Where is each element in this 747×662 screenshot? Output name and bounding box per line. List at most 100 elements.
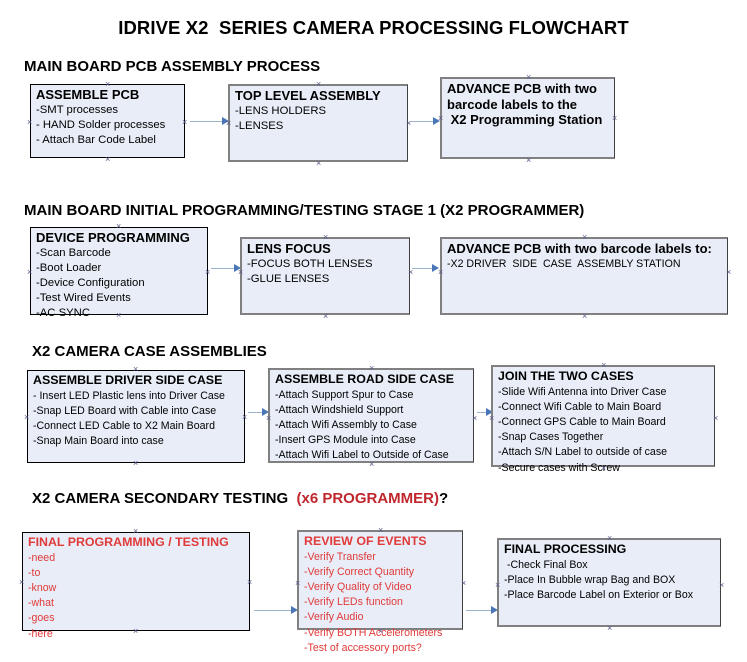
connection-handle-top[interactable] — [133, 527, 138, 536]
connection-handle-top[interactable] — [526, 73, 531, 82]
connection-handle-bottom[interactable] — [607, 624, 612, 633]
box-advance-pcb-1[interactable]: ADVANCE PCB with two barcode labels to t… — [440, 77, 615, 159]
connection-handle-right[interactable] — [726, 268, 731, 277]
connection-handle-right[interactable] — [472, 414, 477, 423]
connection-handle-left[interactable] — [24, 413, 29, 422]
box-join-the-two-cases[interactable]: JOIN THE TWO CASES -Slide Wifi Antenna i… — [489, 365, 718, 474]
box-line: -LENS HOLDERS — [235, 104, 327, 117]
box-line: -Verify Quality of Video — [304, 580, 412, 593]
box-line: -SMT processes — [36, 103, 119, 116]
connection-handle-bottom[interactable] — [323, 312, 328, 321]
connection-handle-bottom[interactable] — [526, 156, 531, 165]
connection-handle-right[interactable] — [612, 114, 617, 123]
connection-handle-top[interactable] — [316, 80, 321, 89]
box-device-programming[interactable]: DEVICE PROGRAMMING -Scan Barcode -Boot L… — [27, 227, 210, 319]
connection-handle-right[interactable] — [408, 268, 413, 277]
box-title: DEVICE PROGRAMMING — [36, 230, 190, 245]
box-line: -Attach S/N Label to outside of case — [498, 446, 668, 459]
connection-handle-left[interactable] — [27, 118, 32, 127]
box-title: ADVANCE PCB with two — [447, 81, 597, 96]
box-line: -Verify LEDs function — [304, 596, 403, 609]
box-line: -here — [28, 627, 53, 640]
connection-handle-top[interactable] — [378, 526, 383, 535]
box-line: -Scan Barcode — [36, 246, 111, 259]
connection-handle-top[interactable] — [607, 534, 612, 543]
section-heading-4: X2 CAMERA SECONDARY TESTING (x6 PROGRAMM… — [32, 490, 448, 507]
connection-handle-left[interactable] — [438, 114, 443, 123]
box-title: TOP LEVEL ASSEMBLY — [235, 88, 381, 103]
box-line: -know — [28, 581, 57, 594]
connector-line-2b — [412, 268, 434, 269]
connection-handle-top[interactable] — [116, 222, 121, 231]
box-line: -Attach Wifi Assembly to Case — [275, 418, 417, 431]
connection-handle-left[interactable] — [489, 414, 494, 423]
box-line: -Attach Windshield Support — [275, 403, 404, 416]
connector-arrow-3b — [486, 408, 493, 416]
box-line: -Check Final Box — [504, 558, 588, 571]
connection-handle-left[interactable] — [266, 414, 271, 423]
box-line: -AC SYNC — [36, 307, 90, 320]
box-final-programming-testing[interactable]: FINAL PROGRAMMING / TESTING -need -to -k… — [19, 532, 252, 640]
box-line: -FOCUS BOTH LENSES — [247, 257, 373, 270]
connector-line-1a — [190, 121, 225, 122]
connection-handle-left[interactable] — [27, 268, 32, 277]
connection-handle-bottom[interactable] — [133, 459, 138, 468]
connection-handle-top[interactable] — [369, 364, 374, 373]
box-assemble-pcb[interactable]: ASSEMBLE PCB -SMT processes - HAND Solde… — [30, 84, 185, 158]
connection-handle-top[interactable] — [323, 233, 328, 242]
box-line: -Slide Wifi Antenna into Driver Case — [498, 385, 667, 398]
box-line: -X2 DRIVER SIDE CASE ASSEMBLY STATION — [447, 257, 681, 270]
connection-handle-right[interactable] — [719, 581, 724, 590]
connection-handle-bottom[interactable] — [582, 312, 587, 321]
connection-handle-bottom[interactable] — [369, 460, 374, 469]
connection-handle-right[interactable] — [461, 579, 466, 588]
connection-handle-top[interactable] — [601, 361, 606, 370]
connection-handle-bottom[interactable] — [378, 627, 383, 636]
box-line: -Connect Wifi Cable to Main Board — [498, 400, 662, 413]
connector-arrow-1b — [433, 117, 440, 125]
box-lens-focus[interactable]: LENS FOCUS -FOCUS BOTH LENSES -GLUE LENS… — [240, 237, 410, 315]
connection-handle-right[interactable] — [205, 268, 210, 277]
connection-handle-right[interactable] — [182, 118, 187, 127]
connector-line-3a — [248, 412, 264, 413]
connection-handle-left[interactable] — [238, 268, 243, 277]
connection-handle-left[interactable] — [438, 268, 443, 277]
connection-handle-top[interactable] — [105, 80, 110, 89]
box-title: ADVANCE PCB with two barcode labels to: — [447, 241, 712, 256]
box-advance-pcb-2[interactable]: ADVANCE PCB with two barcode labels to: … — [440, 237, 728, 315]
connection-handle-right[interactable] — [247, 578, 252, 587]
box-review-of-events[interactable]: REVIEW OF EVENTS -Verify Transfer -Verif… — [295, 530, 466, 654]
box-line: -Connect LED Cable to X2 Main Board — [33, 419, 215, 432]
connection-handle-bottom[interactable] — [105, 155, 110, 164]
connector-line-4b — [466, 610, 494, 611]
connection-handle-left[interactable] — [19, 578, 24, 587]
connection-handle-left[interactable] — [295, 579, 300, 588]
box-assemble-road-side-case[interactable]: ASSEMBLE ROAD SIDE CASE -Attach Support … — [268, 368, 474, 463]
box-assemble-driver-side-case[interactable]: ASSEMBLE DRIVER SIDE CASE - Insert LED P… — [27, 370, 245, 463]
connection-handle-right[interactable] — [713, 414, 718, 423]
box-line: -Verify Correct Quantity — [304, 565, 415, 578]
connection-handle-bottom[interactable] — [133, 627, 138, 636]
box-line: -GLUE LENSES — [247, 272, 330, 285]
box-top-level-assembly[interactable]: TOP LEVEL ASSEMBLY -LENS HOLDERS -LENSES — [228, 84, 408, 162]
box-line: - Insert LED Plastic lens into Driver Ca… — [33, 389, 225, 402]
box-line: -need — [28, 551, 56, 564]
connection-handle-bottom[interactable] — [116, 311, 121, 320]
connection-handle-left[interactable] — [226, 119, 231, 128]
section-heading-4-accent: (x6 PROGRAMMER) — [296, 490, 439, 507]
box-title: ASSEMBLE PCB — [36, 87, 140, 102]
box-line: X2 Programming Station — [447, 112, 603, 127]
box-line: -to — [28, 566, 41, 579]
connection-handle-right[interactable] — [242, 413, 247, 422]
connector-line-2a — [211, 268, 236, 269]
connection-handle-left[interactable] — [495, 581, 500, 590]
connection-handle-top[interactable] — [133, 365, 138, 374]
section-heading-2: MAIN BOARD INITIAL PROGRAMMING/TESTING S… — [24, 202, 585, 219]
connection-handle-top[interactable] — [582, 233, 587, 242]
box-line: -Place In Bubble wrap Bag and BOX — [504, 573, 676, 586]
connection-handle-bottom[interactable] — [601, 464, 606, 473]
connector-arrow-3a — [262, 408, 269, 416]
box-final-processing[interactable]: FINAL PROCESSING -Check Final Box -Place… — [497, 538, 721, 627]
connection-handle-bottom[interactable] — [316, 159, 321, 168]
